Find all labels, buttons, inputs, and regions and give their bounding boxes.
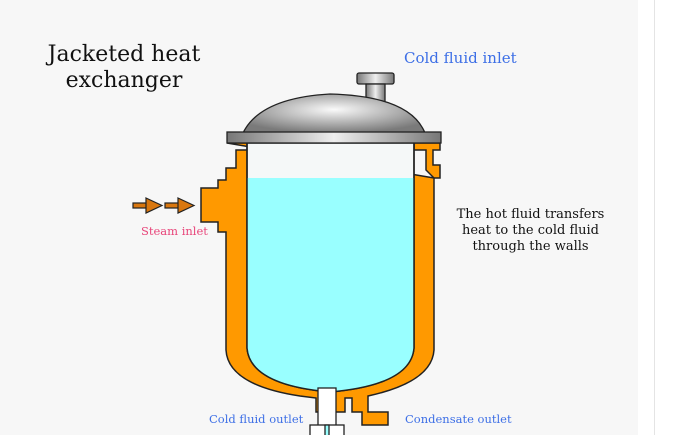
- condensate-outlet-label: Condensate outlet: [405, 412, 512, 426]
- lid: [226, 72, 442, 144]
- steam-inlet-label: Steam inlet: [141, 224, 208, 238]
- steam-arrow-icon: [132, 197, 196, 214]
- cold-outlet-pipe: [309, 387, 345, 435]
- title-line-1: Jacketed heat: [47, 42, 201, 67]
- title-line-2: exchanger: [65, 68, 183, 93]
- divider: [654, 0, 655, 435]
- description-text: The hot fluid transfers heat to the cold…: [456, 207, 605, 254]
- cold-fluid: [247, 178, 414, 392]
- cold-fluid-outlet-label: Cold fluid outlet: [209, 412, 304, 426]
- diagram-title: Jacketed heat exchanger: [44, 42, 204, 94]
- cold-fluid-inlet-label: Cold fluid inlet: [404, 49, 517, 67]
